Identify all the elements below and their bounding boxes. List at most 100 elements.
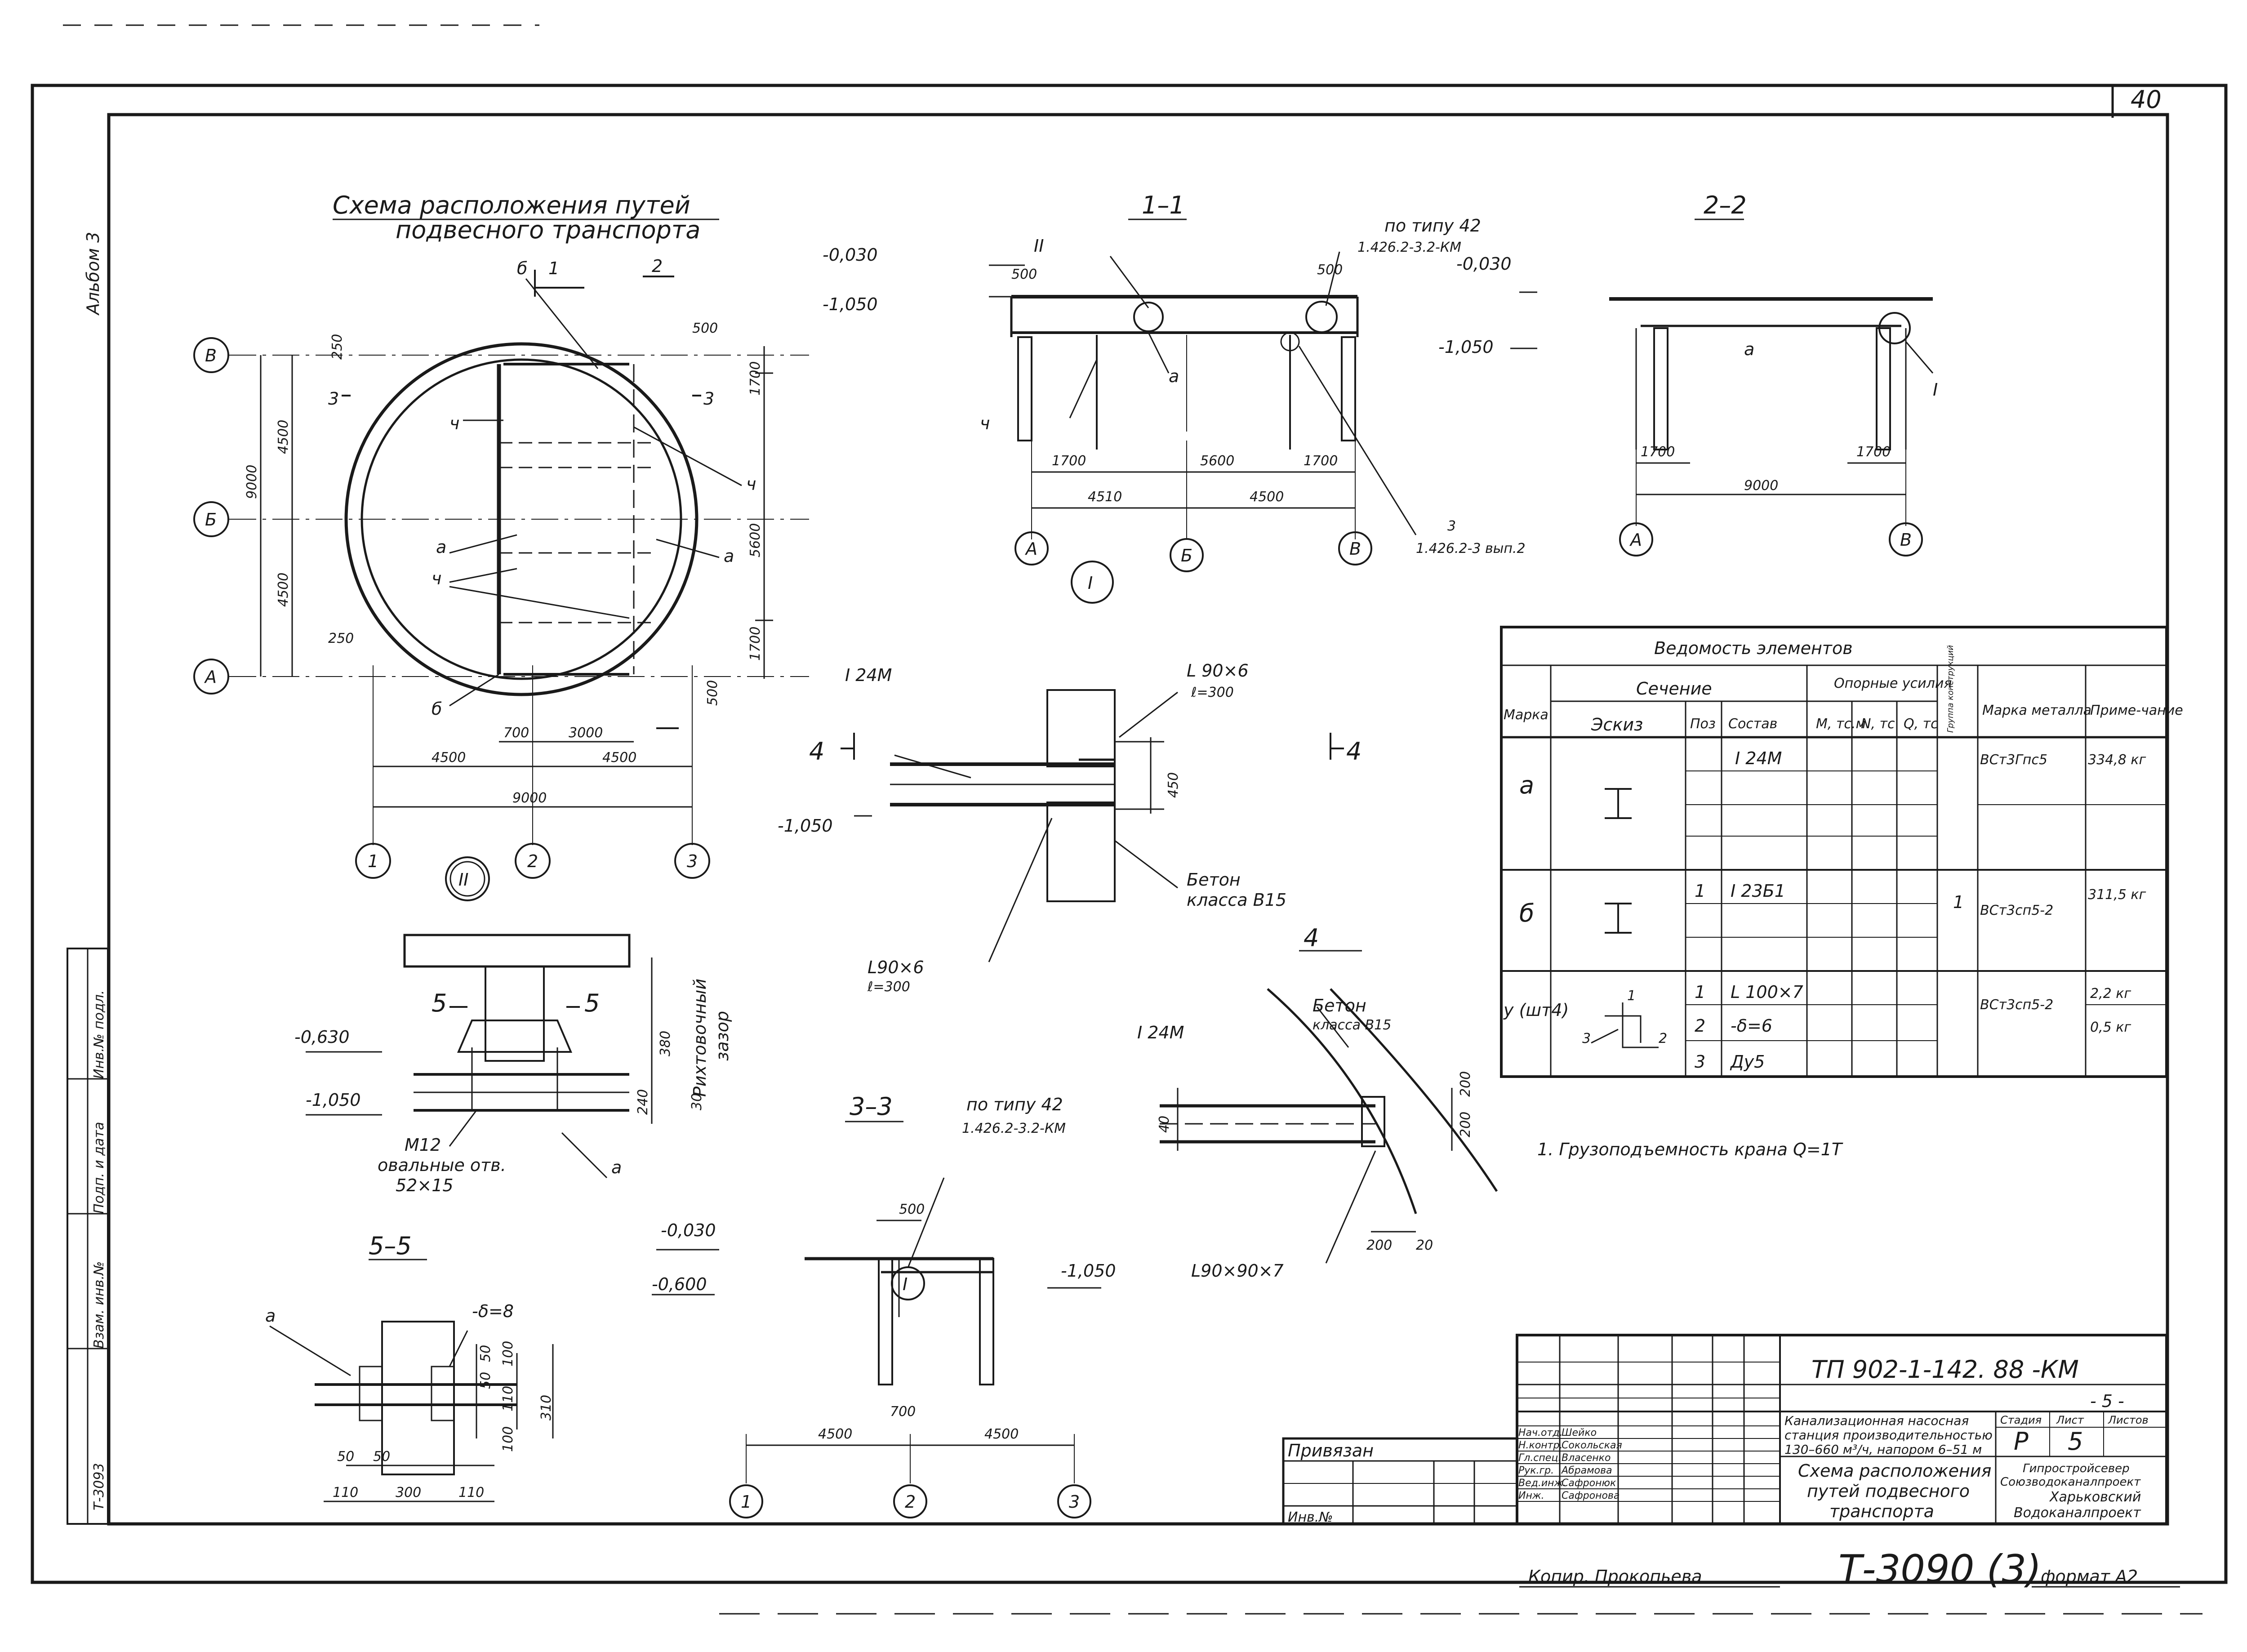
sec22-dim-9000: 9000 [1744, 478, 1778, 494]
sec33-axis-3-circle [1057, 1484, 1091, 1518]
sec55-dim-110b: 110 [458, 1485, 484, 1501]
schedule-row3-comp: -δ=6 [1731, 1016, 1772, 1036]
nodeA-level-1: -0,630 [294, 1027, 350, 1047]
schedule-row1-pos: 1 [1695, 881, 1705, 901]
section-2-2-drawing [1510, 218, 1934, 526]
plan-dim-3000: 3000 [569, 725, 603, 741]
sec55-dim-50c: 50 [337, 1449, 354, 1465]
stamp-code: Т-3090 (3) [1838, 1547, 2042, 1592]
section-1-1-drawing [989, 218, 1417, 539]
tb-name-4: Сафронюк [1562, 1478, 1616, 1489]
sec11-label-a: а [1169, 366, 1179, 386]
schedule-row4-pos: 3 [1695, 1052, 1705, 1072]
tb-project-l1: Канализационная насосная [1784, 1413, 1969, 1428]
schedule-h-note: Приме-чание [2090, 703, 2183, 718]
schedule-h-comp: Состав [1728, 716, 1777, 732]
nodeA-label-a: а [611, 1158, 622, 1177]
plan-dim-4500c: 4500 [432, 750, 466, 766]
detail44-angle1-l1: L 90×6 [1187, 661, 1249, 681]
sec11-ref1-l2: 1.426.2-3.2-КМ [1357, 240, 1461, 255]
nodeA-dim-380: 380 [658, 1031, 673, 1056]
margin-stamp [67, 948, 109, 1525]
sec11-dim-1700a: 1700 [1052, 453, 1086, 469]
sec33-axis-2-circle [893, 1484, 927, 1518]
sec44b-dim-40: 40 [1157, 1116, 1172, 1133]
sec22-label-a: а [1744, 339, 1754, 359]
tb-name-1: Сокольская [1562, 1440, 1622, 1451]
schedule-sketch-3: 3 [1582, 1031, 1591, 1046]
schedule-h-mark: Марка [1504, 707, 1548, 723]
plan-dim-4500d: 4500 [602, 750, 636, 766]
section-5-5-title: 5–5 [369, 1232, 412, 1260]
tb-h-stage: Стадия [2000, 1414, 2042, 1426]
schedule-row2-steel: ВСт3сп5-2 [1980, 997, 2053, 1013]
schedule-table [1500, 626, 2168, 1078]
sec11-axis-V: В [1349, 539, 1361, 559]
tb-role-1: Н.контр. [1518, 1440, 1562, 1451]
nodeA-cut-right: 5 [584, 989, 600, 1017]
detail44-cut-right: 4 [1346, 737, 1362, 766]
sec44b-dim-200b: 200 [1458, 1071, 1473, 1097]
detail44-level: -1,050 [778, 816, 833, 836]
tb-stage: Р [2014, 1427, 2029, 1456]
schedule-h-forces: Опорные усилия [1834, 676, 1952, 691]
sec33-axis-1-circle [729, 1484, 763, 1518]
sec11-ref1-l1: по типу 42 [1384, 216, 1481, 236]
sec11-dim-1700b: 1700 [1304, 453, 1338, 469]
sec44b-profile: I 24М [1137, 1023, 1184, 1042]
copier-label: Копир. Прокопьева [1528, 1567, 1702, 1586]
margin-stamp-1: Т-3093 [91, 1463, 107, 1511]
nodeA-bolt-l2: овальные отв. [378, 1155, 506, 1175]
sec22-axis-A: А [1629, 530, 1642, 550]
schedule-row4-comp: Ду5 [1730, 1052, 1765, 1072]
sec11-label-ch: ч [980, 414, 990, 433]
tb-drawing-l1: Схема расположения [1798, 1461, 1991, 1481]
sec55-dim-50a: 50 [478, 1345, 494, 1362]
tb-project-l2: станция производительностью [1784, 1428, 1993, 1443]
schedule-row0-comp: I 24М [1735, 748, 1782, 768]
schedule-title: Ведомость элементов [1654, 638, 1853, 658]
sec44b-concrete-l2: класса В15 [1313, 1017, 1391, 1033]
plan-label-a2: а [724, 546, 734, 566]
sec11-node-I: I [1088, 573, 1093, 593]
sec55-dim-110: 110 [500, 1386, 516, 1412]
sec55-dim-50b: 50 [478, 1372, 494, 1389]
sec22-level-2: -1,050 [1438, 337, 1494, 357]
detail44-angle2-l1: L90×6 [868, 957, 924, 977]
sec55-dim-50d: 50 [373, 1449, 390, 1465]
sec22-dim-1700b: 1700 [1856, 444, 1891, 460]
axis-1: 1 [368, 851, 378, 871]
format-label: формат А2 [2041, 1567, 2138, 1586]
schedule-row0-steel: ВСт3Гпс5 [1980, 752, 2047, 768]
svg-text:Схема расположения путей: Схема расположения путей [333, 191, 690, 219]
plan-dim-1700b: 1700 [748, 627, 763, 661]
plan-label-ch1: ч [449, 414, 459, 433]
sec22-axis-V-circle [1889, 522, 1923, 557]
detail44-dim-450: 450 [1166, 772, 1181, 798]
detail44-concrete-l1: Бетон [1187, 870, 1241, 890]
section-4-4-title: 4 [1304, 924, 1319, 952]
plan-cut-1: 1 [548, 258, 559, 278]
sec33-axis-3: 3 [1069, 1492, 1080, 1512]
detail44-angle1-l2: ℓ=300 [1191, 685, 1234, 700]
schedule-row3-pos: 2 [1695, 1016, 1705, 1036]
schedule-row1-mark: б [1519, 899, 1534, 927]
tb-org-l1: Гипростройсевер [2023, 1462, 2130, 1475]
sec33-level-1: -0,030 [661, 1220, 716, 1240]
sec44b-angle: L90×90×7 [1191, 1261, 1284, 1281]
section-4-4-drawing [1160, 950, 1498, 1264]
schedule-group-value: 1 [1953, 892, 1964, 912]
sec11-level-2: -1,050 [823, 294, 878, 314]
sec33-level-2: -0,600 [652, 1274, 707, 1294]
plan-dim-9000: 9000 [244, 465, 260, 499]
tb-org-l2: Союзводоканалпроект [2000, 1475, 2141, 1489]
tb-project-l3: 130–660 м³/ч, напором 6–51 м [1784, 1442, 1982, 1457]
sheet-number: 40 [2131, 85, 2162, 114]
plan-label-b1: б [517, 258, 527, 278]
schedule-h-steel: Марка металла [1982, 703, 2091, 718]
schedule-row1-comp: I 23Б1 [1731, 881, 1785, 901]
schedule-h-q: Q, тс [1904, 716, 1938, 732]
section-3-3-title: 3–3 [850, 1092, 893, 1121]
sec11-dim-4500: 4500 [1250, 489, 1284, 505]
sec22-label-I: I [1933, 380, 1938, 400]
